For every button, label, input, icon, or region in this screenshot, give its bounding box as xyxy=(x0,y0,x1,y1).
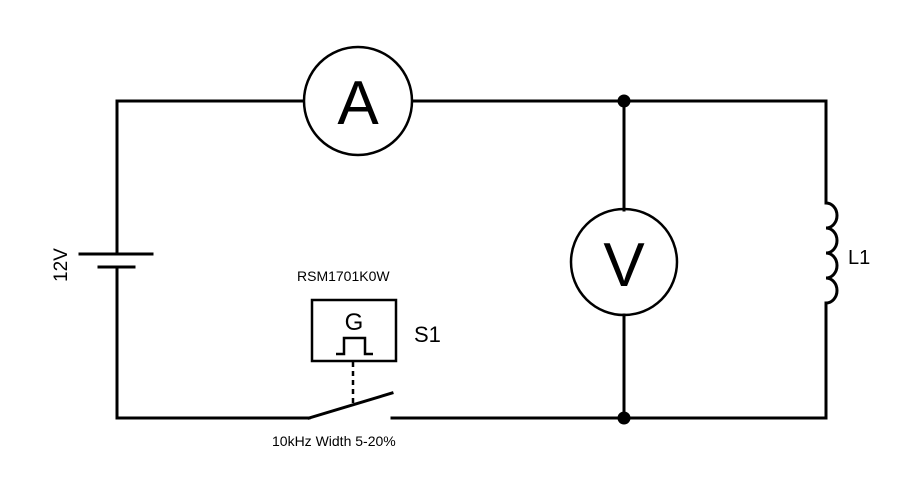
battery-label: 12V xyxy=(51,248,72,282)
ammeter-symbol: A xyxy=(302,45,414,157)
voltmeter-circle xyxy=(569,207,679,317)
ammeter-circle xyxy=(302,45,414,157)
ammeter-letter: A xyxy=(337,69,379,138)
voltmeter-symbol: V xyxy=(569,207,679,317)
switch-part-number: RSM1701K0W xyxy=(297,268,390,284)
junction-dot-bottom xyxy=(617,411,631,425)
junction-dot-top xyxy=(617,94,631,108)
pulse-waveform-icon xyxy=(336,336,373,356)
switch-control-label: 10kHz Width 5-20% xyxy=(272,433,396,449)
inductor-coil xyxy=(824,201,839,305)
battery-symbol xyxy=(78,252,154,269)
switch-blade xyxy=(307,391,394,420)
generator-letter: G xyxy=(345,309,364,336)
inductor-label: L1 xyxy=(848,247,870,269)
pulse-generator-box xyxy=(310,298,398,363)
switch-designator: S1 xyxy=(414,322,441,347)
voltmeter-letter: V xyxy=(603,231,645,300)
